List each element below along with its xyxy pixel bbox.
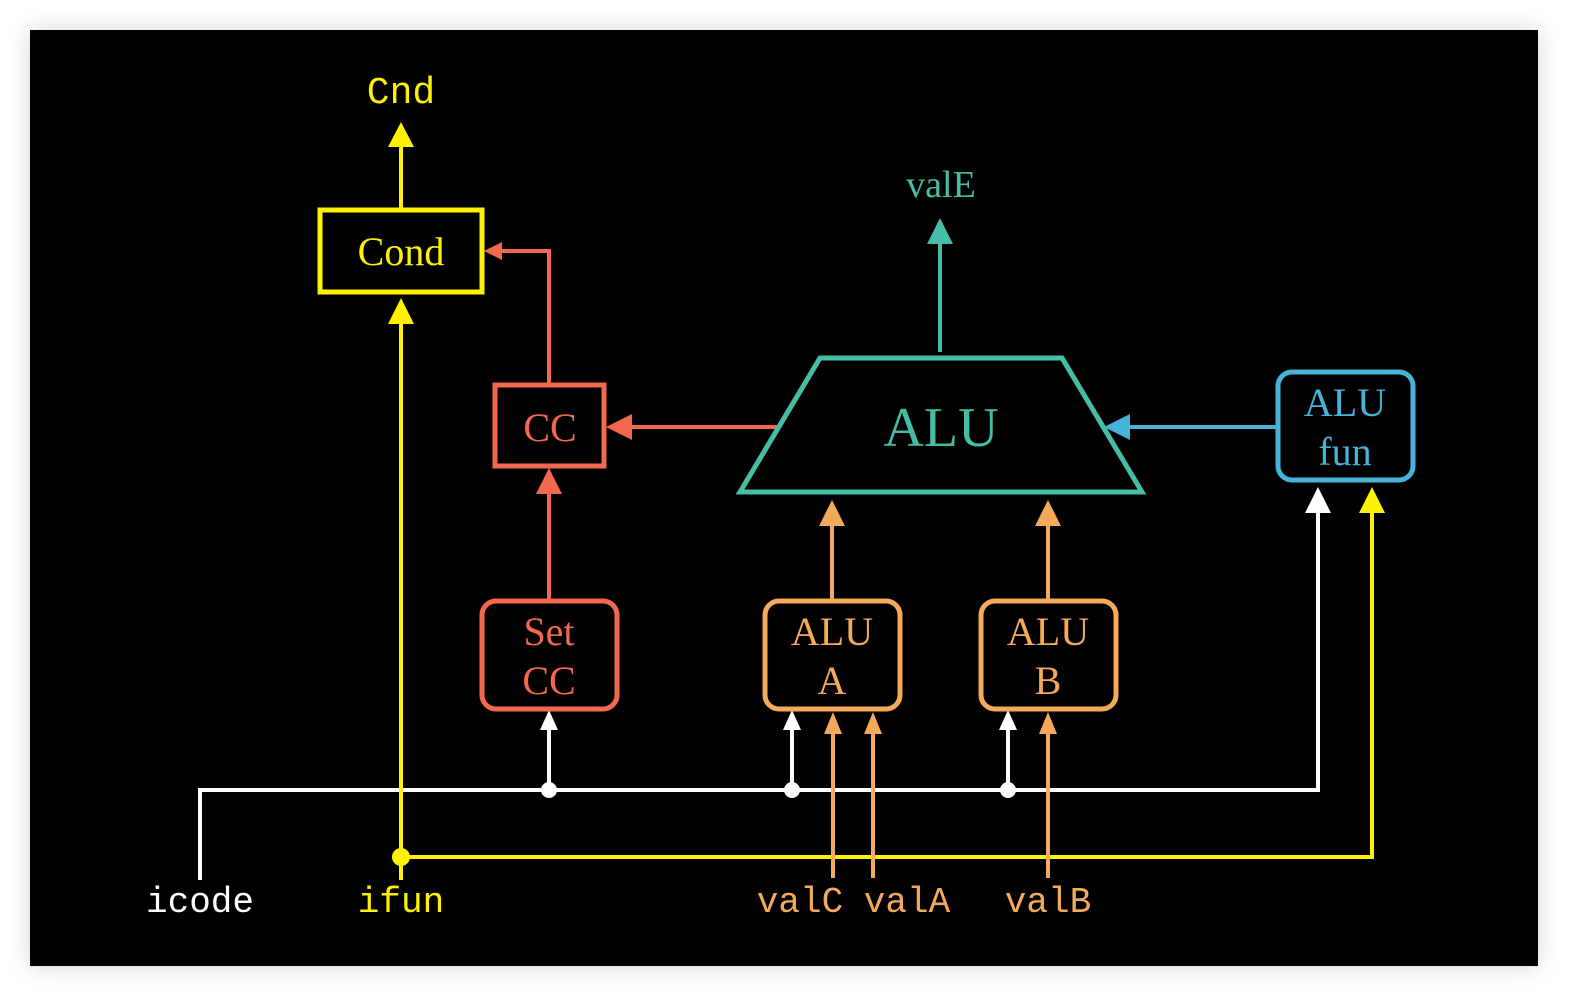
arrow-up-icon [1359,487,1385,513]
set-cc-label-line2: CC [522,658,575,703]
icode-wire [198,505,1320,880]
junction-dot [541,782,557,798]
alu-b-label-line2: B [1035,658,1062,703]
alu-b-block[interactable]: ALU B [978,598,1119,712]
vale-output-label: valE [906,164,976,206]
icode-junctions [541,782,1016,798]
cond-label: Cond [358,229,445,274]
set-cc-label-line1: Set [523,609,574,654]
junction-dot [392,848,410,866]
icode-arrowheads [540,487,1331,730]
cc-block[interactable]: CC [492,382,607,469]
set-cc-block[interactable]: Set CC [479,598,620,712]
arrow-up-icon [1305,487,1331,513]
vala-input-label: valA [864,882,951,923]
arrow-up-icon [783,710,801,730]
ifun-wire [399,318,1374,880]
valc-input-label: valC [757,882,843,923]
alu-a-label-line1: ALU [791,609,873,654]
arrow-left-icon [606,414,632,440]
cond-block[interactable]: Cond [317,207,485,295]
icode-input-label: icode [146,882,254,923]
arrow-up-icon [999,710,1017,730]
arrow-up-icon [536,468,562,494]
arrow-up-icon [540,710,558,730]
diagram-panel [30,30,1538,966]
arrow-left-icon [1104,414,1130,440]
arrow-up-icon [388,122,414,147]
arrow-up-icon [1035,500,1061,526]
cc-label: CC [523,405,576,450]
alu-fun-label-line2: fun [1318,429,1371,474]
alu-block[interactable]: ALU [735,355,1147,495]
data-input-wires [831,728,1050,878]
arrow-up-icon [819,500,845,526]
arrow-up-icon [927,218,953,244]
ifun-input-label: ifun [358,882,444,923]
valb-input-label: valB [1005,882,1091,923]
cnd-output-label: Cnd [367,72,435,115]
arrow-up-icon [864,712,882,734]
arrow-left-icon [484,242,502,260]
alu-a-label-line2: A [818,658,847,703]
alu-fun-block[interactable]: ALU fun [1275,369,1416,483]
alu-fun-label-line1: ALU [1304,380,1386,425]
alu-b-label-line1: ALU [1007,609,1089,654]
junction-dot [784,782,800,798]
alu-a-block[interactable]: ALU A [762,598,903,712]
junction-dot [1000,782,1016,798]
cc-to-cond-wire [500,249,551,384]
arrow-up-icon [388,298,414,324]
alu-label: ALU [883,397,998,459]
arrow-up-icon [1039,712,1057,734]
arrow-up-icon [824,712,842,734]
